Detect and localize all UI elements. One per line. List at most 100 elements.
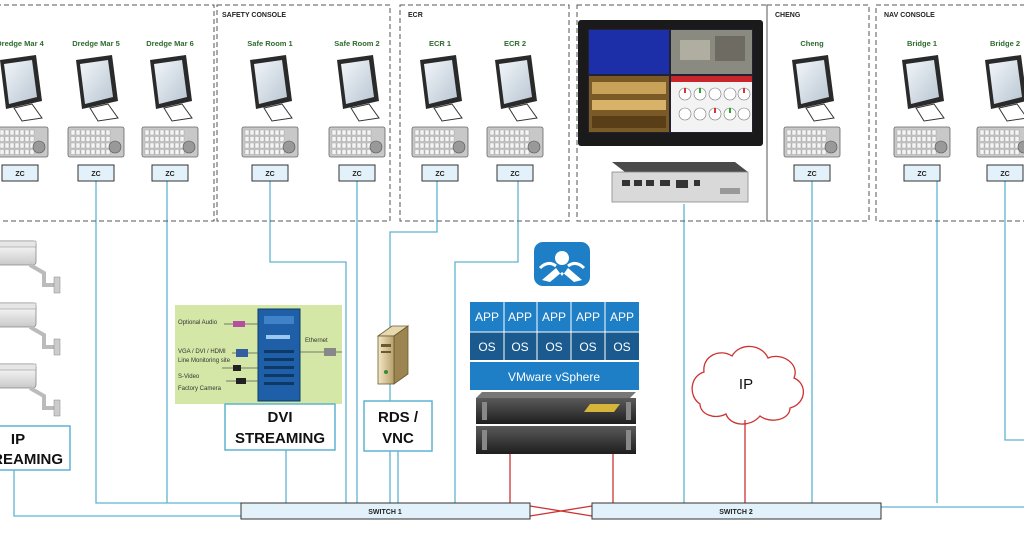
display-panel-gauges [671, 76, 752, 132]
zero-client-label: ZC [91, 171, 100, 178]
zero-client-box [251, 164, 289, 182]
vm-platform-label: VMware vSphere [508, 370, 600, 384]
zero-client-box [903, 164, 941, 182]
dvi-input-svideo: S-Video [178, 374, 200, 380]
zero-client-box [338, 164, 376, 182]
vm-app-label: APP [576, 310, 600, 324]
vm-app-label: APP [475, 310, 499, 324]
group-ecr [399, 4, 570, 222]
workstation: Bridge 2 ZC [976, 39, 1024, 182]
group-title-nav: NAV CONSOLE [884, 12, 935, 19]
camera-icon [0, 363, 61, 417]
switch-2-label: SWITCH 2 [719, 509, 753, 516]
vm-os-label: OS [613, 340, 630, 354]
zero-client-label: ZC [807, 171, 816, 178]
workstation-label: Bridge 1 [907, 39, 937, 48]
dvi-input-factory-camera: Factory Camera [178, 386, 222, 392]
rds-server-icon [376, 325, 410, 385]
console-groups [0, 4, 1024, 222]
vm-os-label: OS [579, 340, 596, 354]
dvi-ethernet-label: Ethernet [305, 338, 328, 344]
workstation: Dredge Mar 4 ZC [0, 39, 49, 182]
display-panel-blue [589, 30, 669, 74]
vm-app-label: APP [508, 310, 532, 324]
workstation-label: ECR 1 [429, 39, 451, 48]
workstation: ECR 1 ZC [411, 39, 469, 182]
workstation-label: Dredge Mar 6 [146, 39, 194, 48]
workstation: Safe Room 2ZC [328, 39, 386, 182]
workstation-label: Safe Room 1 [247, 39, 292, 48]
group-title-ecr: ECR [408, 12, 423, 19]
group-dredge [0, 4, 215, 222]
workstation-label: Dredge Mar 5 [72, 39, 120, 48]
zero-client-box [77, 164, 115, 182]
zero-client-label: ZC [15, 171, 24, 178]
dvi-input-optional-audio: Optional Audio [178, 320, 218, 326]
dvi-line1: DVI [267, 409, 292, 426]
vm-app-label: APP [542, 310, 566, 324]
workstation-label: Cheng [800, 39, 824, 48]
dvi-streaming-box: DVI STREAMING [224, 403, 336, 451]
vm-stack: APP APP APP APP APP OS OS OS OS OS VMware vSpher… [470, 302, 639, 390]
zero-client-label: ZC [510, 171, 519, 178]
ip-cloud-label: IP [739, 376, 753, 393]
vm-app-label: APP [610, 310, 634, 324]
camera-icon [0, 302, 61, 356]
workstation: Dredge Mar 6 ZC [141, 39, 199, 182]
zero-client-label: ZC [435, 171, 444, 178]
switch-1-label: SWITCH 1 [368, 509, 402, 516]
vm-os-label: OS [478, 340, 495, 354]
mini-pc [611, 162, 749, 203]
dvi-encoder-unit [257, 308, 301, 402]
zero-client-box [151, 164, 189, 182]
zero-client-box [793, 164, 831, 182]
zero-client-box [496, 164, 534, 182]
red-connections [509, 420, 746, 517]
connection-line [95, 181, 241, 504]
ip-cameras [0, 240, 61, 417]
dvi-input-line-monitoring: Line Monitoring site [178, 358, 231, 364]
rds-line2: VNC [382, 430, 414, 447]
zero-client-label: ZC [917, 171, 926, 178]
zero-client-box [421, 164, 459, 182]
rds-line1: RDS / [378, 409, 419, 426]
workstation: Dredge Mar 5 ZC [67, 39, 125, 182]
ip-streaming-line2: STREAMING [0, 451, 63, 468]
workstation-label: ECR 2 [504, 39, 526, 48]
ip-streaming-box: IP STREAMING [0, 425, 71, 471]
zero-client-label: ZC [165, 171, 174, 178]
connection-line [13, 470, 241, 517]
ip-cloud: IP [691, 345, 804, 425]
camera-icon [0, 240, 61, 294]
group-cheng [766, 4, 870, 222]
workstation-label: Dredge Mar 4 [0, 39, 45, 48]
switch-1: SWITCH 1 [240, 502, 531, 520]
zero-client-label: ZC [1000, 171, 1009, 178]
switch-2: SWITCH 2 [591, 502, 882, 520]
zero-client-label: ZC [265, 171, 274, 178]
group-safety-console [216, 4, 391, 222]
storage-server [476, 392, 636, 454]
group-title-safety: SAFETY CONSOLE [222, 12, 286, 19]
display-monitor [578, 20, 763, 146]
group-nav-console [875, 4, 1024, 222]
zero-client-box [1, 164, 39, 182]
workstation: ECR 2 ZC [486, 39, 544, 182]
workstation: Safe Room 1 ZC [241, 39, 299, 182]
ip-streaming-line1: IP [11, 431, 25, 448]
vm-os-label: OS [545, 340, 562, 354]
group-title-cheng: CHENG [775, 12, 801, 19]
connection-line [1004, 181, 1024, 441]
workstation-label: Bridge 2 [990, 39, 1020, 48]
zero-client-box [986, 164, 1024, 182]
dvi-input-vga: VGA / DVI / HDMI [178, 349, 226, 355]
thinmanager-logo [534, 242, 590, 286]
dvi-streaming-device: Optional Audio VGA / DVI / HDMI Line Mon… [175, 305, 342, 404]
rds-vnc-box: RDS / VNC [363, 400, 433, 452]
workstation: Bridge 1 ZC [893, 39, 951, 182]
zero-client-label: ZC [352, 171, 361, 178]
vm-os-label: OS [511, 340, 528, 354]
